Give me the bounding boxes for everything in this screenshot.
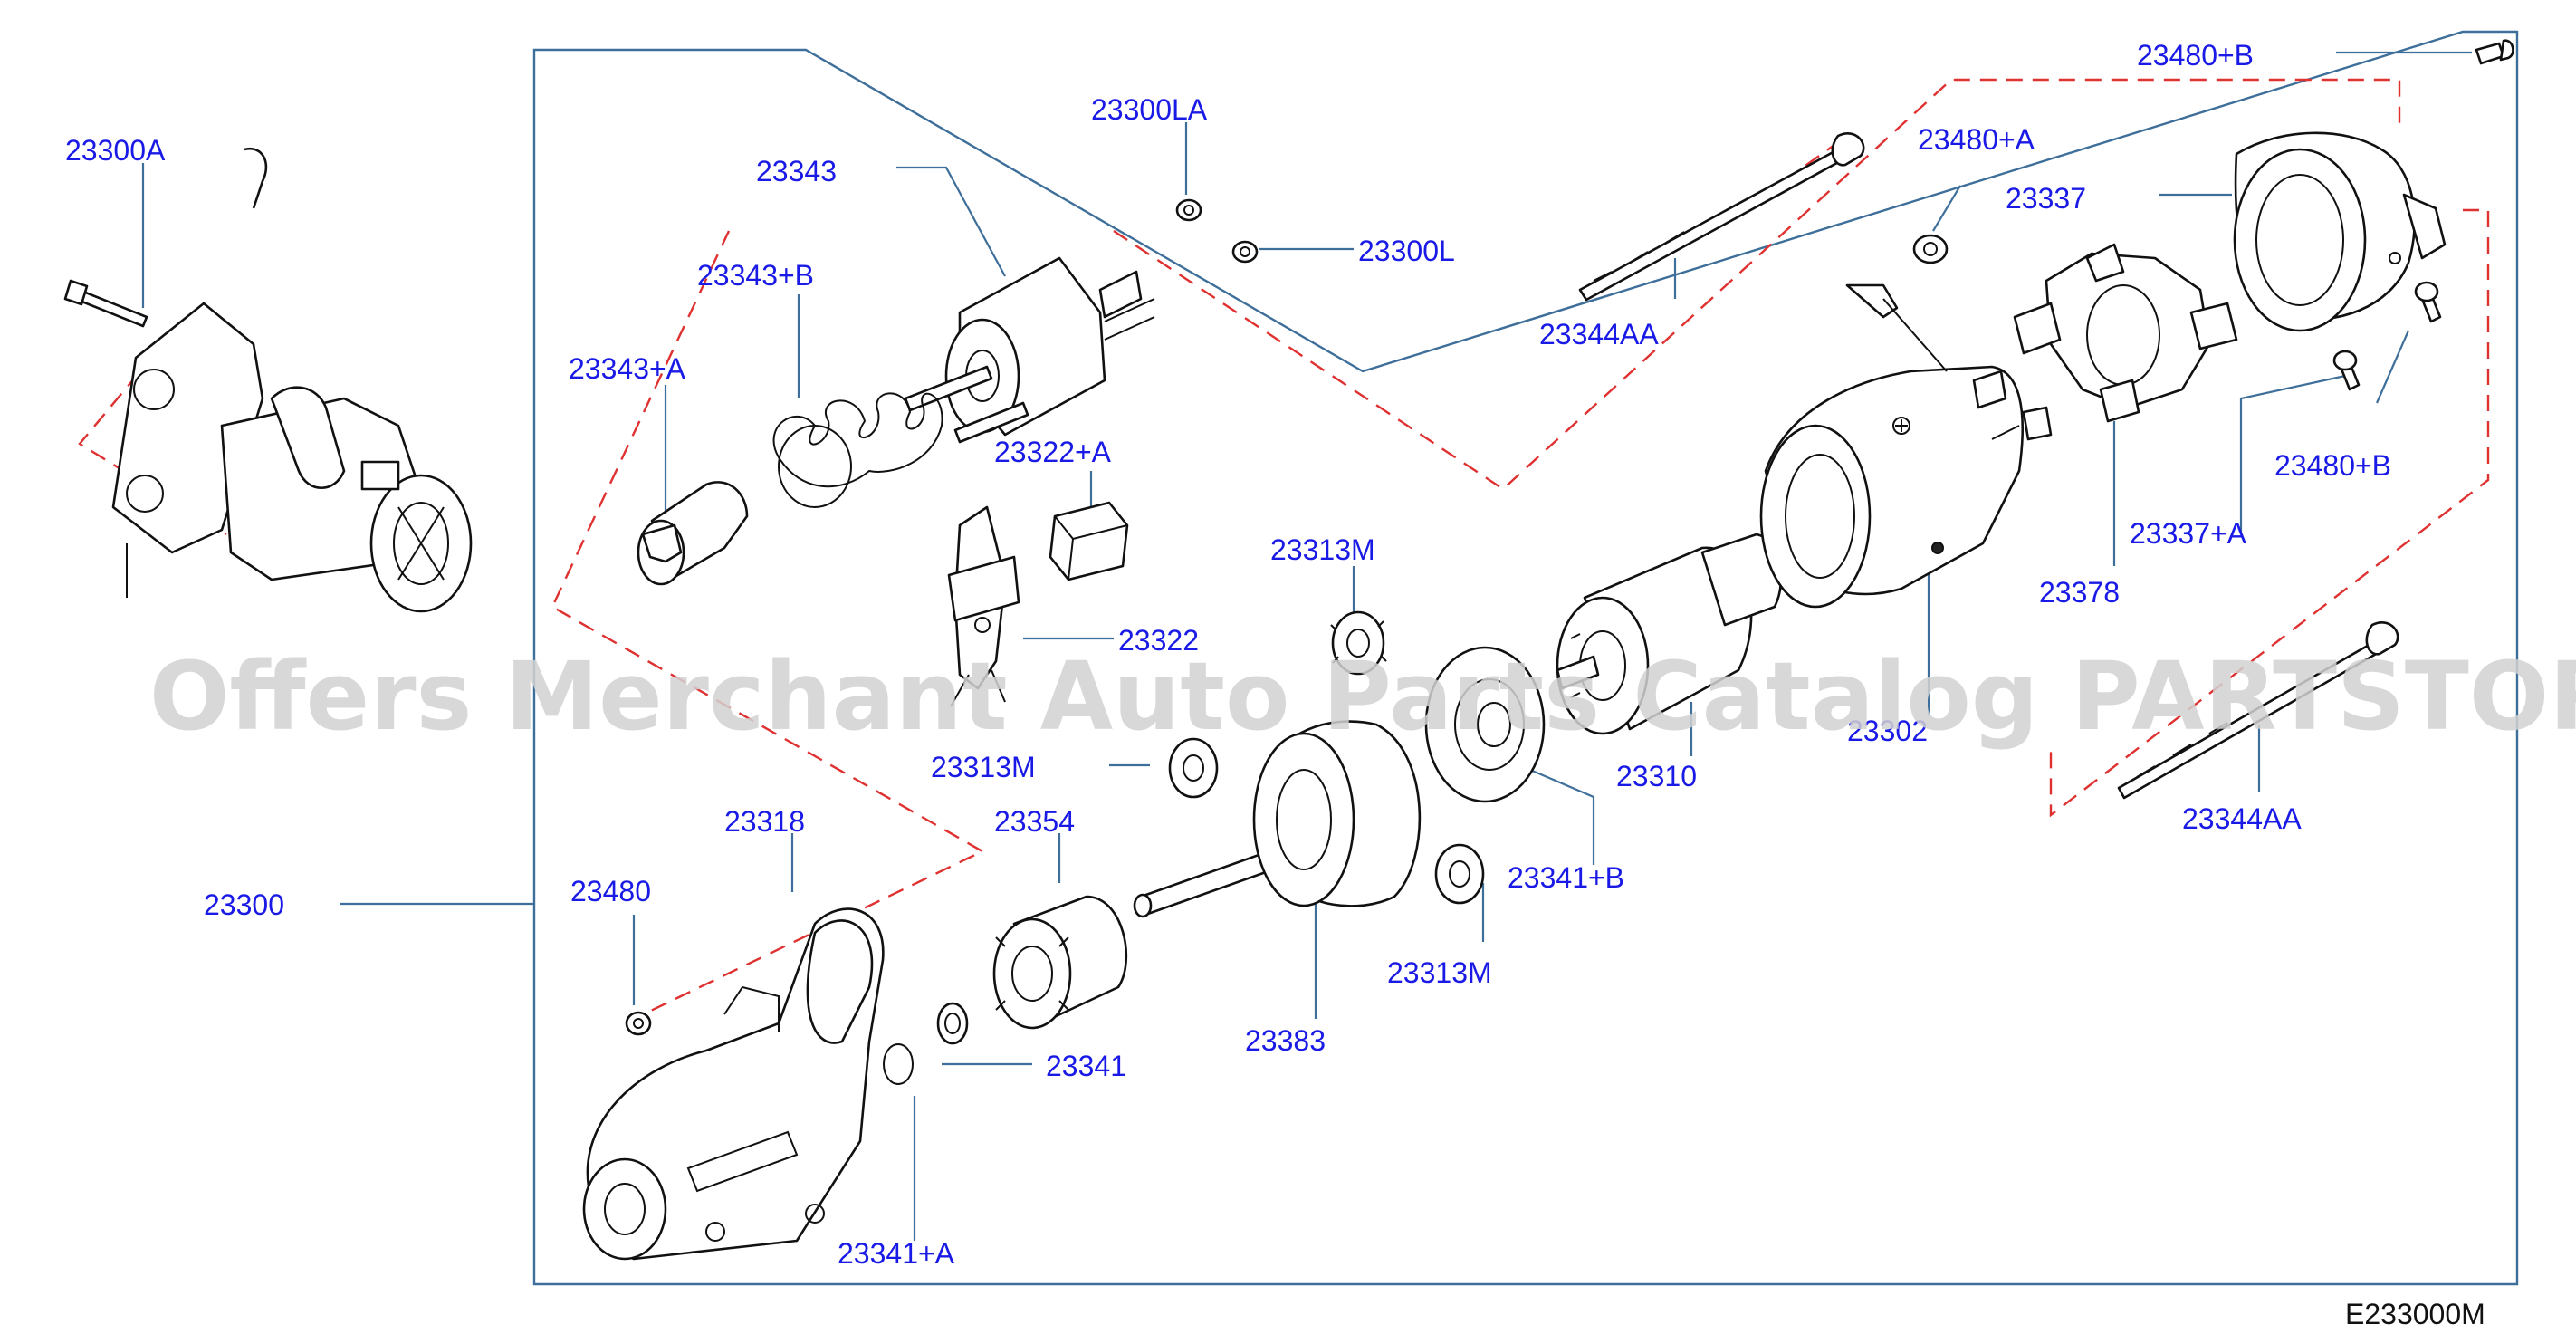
nut-23480[interactable] [625,1011,652,1036]
label-23313M-bottom[interactable]: 23313M [1387,956,1492,989]
diagram-code: E233000M [2345,1298,2485,1330]
armature-23310[interactable] [1556,533,1783,735]
gear-23313M-middle[interactable] [1168,737,1219,799]
dashed-group-solenoid [1113,78,2401,491]
label-23300LA[interactable]: 23300LA [1091,93,1208,126]
label-23302[interactable]: 23302 [1847,715,1928,747]
shift-lever-23322[interactable] [947,505,1020,707]
watermark-text: Offers Merchant Auto Parts Catalog PARTS… [149,641,2576,752]
part-labels: 23300A 23343 23300LA 23300L 23343+B 2334… [65,39,2391,1270]
label-23480[interactable]: 23480 [570,875,651,907]
label-23318[interactable]: 23318 [724,805,805,838]
label-23300A[interactable]: 23300A [65,134,166,167]
label-23322A[interactable]: 23322+A [994,436,1112,468]
through-bolt-23344AA-bottom[interactable] [2117,621,2399,800]
label-23310[interactable]: 23310 [1616,760,1697,792]
shield-plate-23341B[interactable] [1424,646,1546,803]
label-23341[interactable]: 23341 [1046,1050,1126,1082]
starter-assembly-illustration[interactable] [111,147,473,613]
yoke-23302[interactable] [1759,283,2053,609]
label-23344AA-top[interactable]: 23344AA [1539,318,1659,350]
snap-ring-23341A[interactable] [883,1043,914,1085]
label-23343[interactable]: 23343 [756,155,837,187]
label-23480B-top[interactable]: 23480+B [2137,39,2254,72]
rear-cover-23337[interactable] [2233,131,2447,332]
label-23300L[interactable]: 23300L [1358,235,1455,267]
label-23341B[interactable]: 23341+B [1508,861,1624,894]
label-23354[interactable]: 23354 [994,805,1075,838]
label-23344AA-bottom[interactable]: 23344AA [2182,802,2302,835]
front-housing-23318[interactable] [582,907,885,1261]
nut-23300LA[interactable] [1175,198,1202,222]
spring-23343B[interactable] [772,392,943,508]
overrunning-clutch-23354[interactable] [992,895,1128,1030]
dashed-group-drive [551,230,985,1021]
label-23343B[interactable]: 23343+B [697,259,814,292]
label-23337A[interactable]: 23337+A [2130,517,2247,550]
label-23480A[interactable]: 23480+A [1918,123,2035,156]
through-bolt-23344AA-top[interactable] [1578,132,1865,302]
label-23300[interactable]: 23300 [204,888,284,921]
stop-ring-23341[interactable] [936,1002,969,1045]
label-23313M-top[interactable]: 23313M [1270,533,1375,566]
dashed-group-mount [78,332,227,536]
label-23378[interactable]: 23378 [2039,576,2120,609]
label-23383[interactable]: 23383 [1245,1024,1326,1057]
gear-housing-23383[interactable] [1252,720,1422,907]
label-23480B-bottom[interactable]: 23480+B [2274,449,2391,482]
gear-23313M-bottom[interactable] [1434,843,1485,905]
plunger-23343A[interactable] [637,481,749,586]
gear-23313M-top[interactable] [1330,610,1387,676]
label-23343A[interactable]: 23343+A [569,352,686,385]
screw-23480B-top[interactable] [2475,39,2514,65]
solenoid-switch-23343[interactable] [904,256,1155,444]
label-23341A[interactable]: 23341+A [838,1237,955,1270]
assembly-frame [532,30,2519,1286]
leader-lines [141,51,2472,1241]
washer-23480A[interactable] [1912,234,1949,264]
label-23322[interactable]: 23322 [1118,624,1199,657]
dashed-group-brush [2049,208,2490,818]
lever-block-23322A[interactable] [1049,501,1129,581]
brush-holder-23378[interactable] [2013,243,2238,423]
screw-23337A[interactable] [2332,350,2361,391]
label-23337[interactable]: 23337 [2006,182,2086,215]
nut-23300L[interactable] [1231,240,1259,264]
bolt-23300A[interactable] [63,279,148,328]
screw-23480B-bottom[interactable] [2414,281,2442,323]
label-23313M-middle[interactable]: 23313M [931,751,1036,783]
